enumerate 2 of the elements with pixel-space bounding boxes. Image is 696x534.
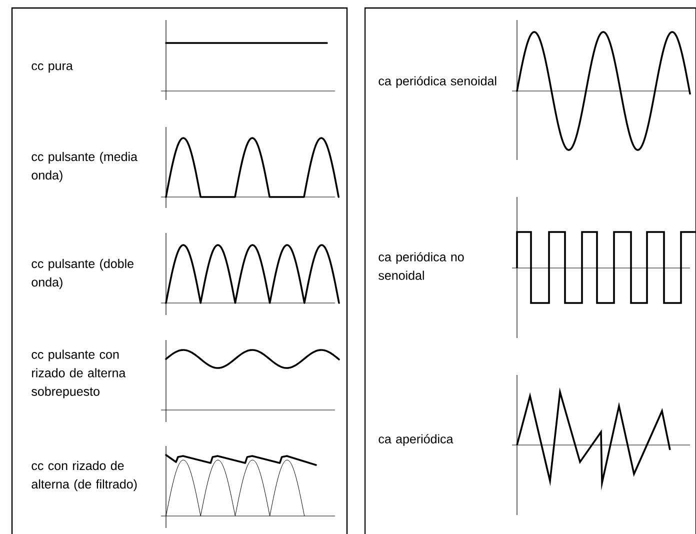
panel: ca periódica senoidal ca periódica no senoidal ca aperiódica bbox=[364, 7, 696, 534]
panel: cc pura cc pulsante (media onda) cc pulsante (doble onda) cc pulsante con rizado de alterna sobrepuesto cc con rizado de alterna (de filtrado) bbox=[11, 7, 348, 534]
